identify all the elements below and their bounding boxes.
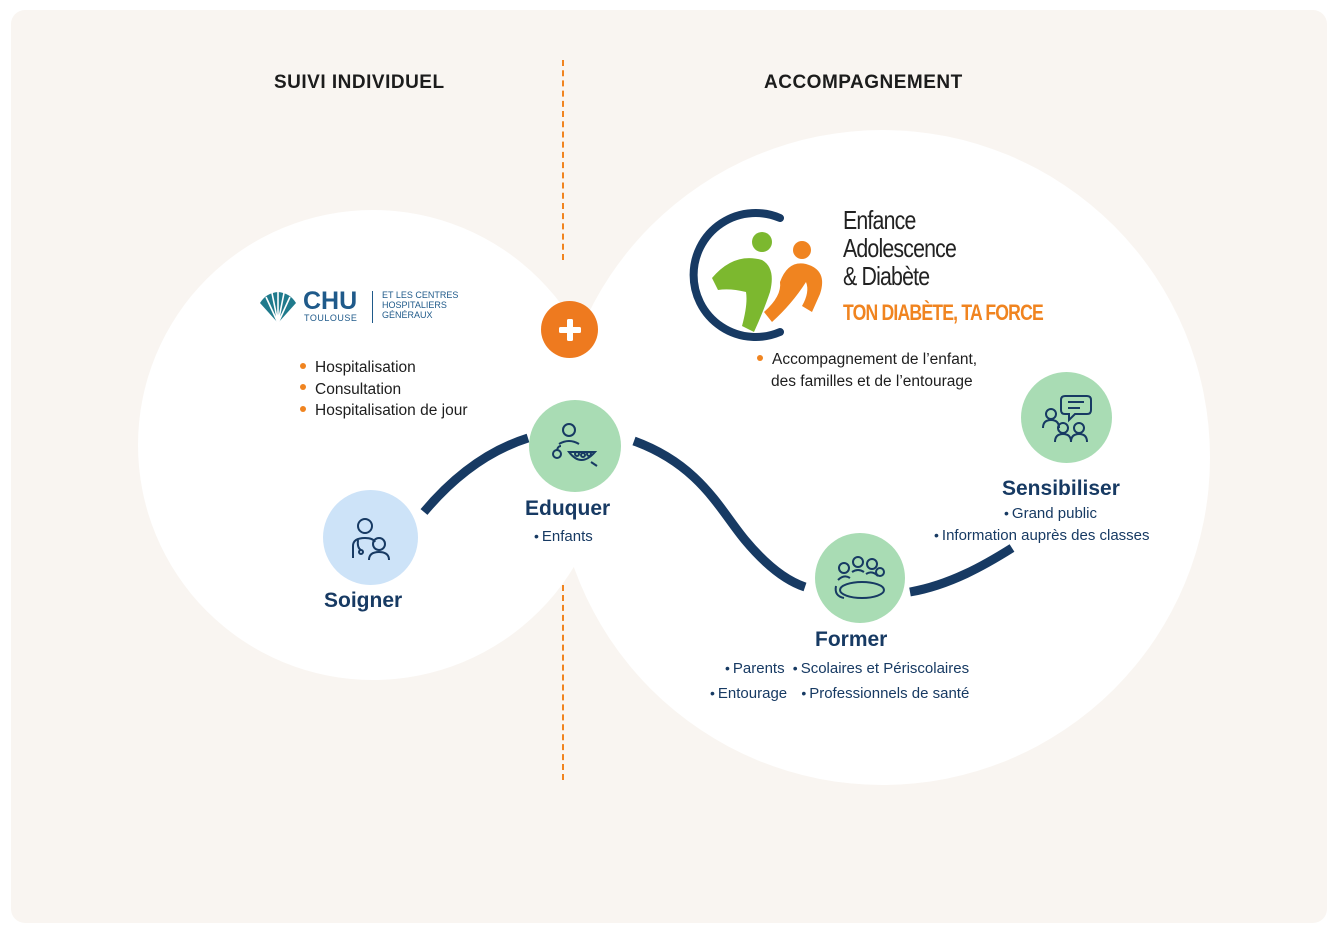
ead-description-line: des familles et de l’entourage xyxy=(771,373,973,390)
sensibiliser-item-label: Grand public xyxy=(1011,505,1097,522)
chu-city: TOULOUSE xyxy=(304,313,358,323)
chu-logo: CHU TOULOUSE ET LES CENTRES HOSPITALIERS… xyxy=(256,287,476,327)
bullet-dot xyxy=(757,354,763,361)
former-label: Former xyxy=(815,628,888,651)
chu-separator xyxy=(372,291,373,323)
former-items-row1: •Parents •Scolaires et Périscolaires xyxy=(725,660,970,677)
ead-title: Enfance Adolescence & Diabète xyxy=(843,205,957,291)
chu-name: CHU xyxy=(303,287,358,315)
former-node xyxy=(815,533,905,623)
ead-title-line: Enfance xyxy=(843,205,916,235)
ead-description-line: Accompagnement de l’enfant, xyxy=(772,351,978,368)
chu-services-list: Hospitalisation Consultation Hospitalisa… xyxy=(300,357,468,422)
eduquer-label: Eduquer xyxy=(525,497,611,520)
ead-logo-icon xyxy=(689,209,823,341)
chu-partner-line: ET LES CENTRES xyxy=(382,290,459,300)
shell-icon xyxy=(260,292,296,324)
doctor-patient-icon xyxy=(351,517,390,560)
eduquer-item-label: Enfants xyxy=(541,528,593,545)
ead-title-line: & Diabète xyxy=(843,261,930,291)
divider-top xyxy=(562,60,564,260)
ead-description: Accompagnement de l’enfant, des familles… xyxy=(757,349,977,393)
list-item: Hospitalisation xyxy=(300,357,468,379)
speech-group-icon xyxy=(1041,394,1092,442)
group-meeting-icon xyxy=(834,556,885,599)
former-item: Scolaires et Périscolaires xyxy=(800,660,970,677)
sensibiliser-item: •Grand public xyxy=(1004,505,1097,522)
soigner-label: Soigner xyxy=(324,589,403,612)
divider-bottom xyxy=(562,585,564,780)
former-items-row2: •Entourage •Professionnels de santé xyxy=(710,685,970,702)
child-nutrition-icon xyxy=(552,423,598,467)
plus-icon xyxy=(541,301,598,358)
heading-accompagnement: ACCOMPAGNEMENT xyxy=(764,72,963,93)
ead-title-line: Adolescence xyxy=(843,233,957,263)
ead-tagline: TON DIABÈTE, TA FORCE xyxy=(843,300,1044,325)
former-item: Professionnels de santé xyxy=(809,685,970,702)
eduquer-item: •Enfants xyxy=(534,528,593,545)
sensibiliser-label: Sensibiliser xyxy=(1002,477,1120,500)
former-item: Entourage xyxy=(717,685,788,702)
heading-suivi-individuel: SUIVI INDIVIDUEL xyxy=(274,72,445,93)
soigner-node xyxy=(323,490,418,585)
sensibiliser-item-label: Information auprès des classes xyxy=(941,527,1150,544)
sensibiliser-item: •Information auprès des classes xyxy=(934,527,1150,544)
list-item: Consultation xyxy=(300,379,468,401)
list-item: Hospitalisation de jour xyxy=(300,400,468,422)
chu-partners: ET LES CENTRES HOSPITALIERS GÉNÉRAUX xyxy=(382,290,458,320)
former-item: Parents xyxy=(732,660,785,677)
chu-partner-line: HOSPITALIERS xyxy=(382,300,447,310)
chu-partner-line: GÉNÉRAUX xyxy=(382,310,433,320)
sensibiliser-node xyxy=(1021,372,1112,463)
eduquer-node xyxy=(529,400,621,492)
